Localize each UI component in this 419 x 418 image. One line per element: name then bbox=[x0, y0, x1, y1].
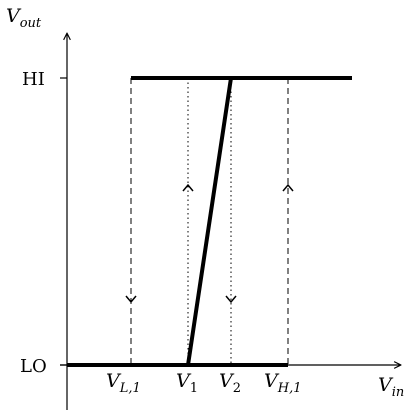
down-arrow-icon bbox=[125, 295, 137, 304]
threshold-label-vh1: VH,1 bbox=[264, 370, 301, 396]
up-arrow-icon bbox=[282, 183, 294, 192]
down-arrow-icon bbox=[225, 295, 237, 304]
lo-label: LO bbox=[20, 356, 47, 377]
threshold-label-v1: V1 bbox=[176, 370, 198, 396]
threshold-label-v2: V2 bbox=[219, 370, 241, 396]
threshold-label-vl1: VL,1 bbox=[106, 370, 141, 396]
up-arrow-icon bbox=[182, 183, 194, 192]
x-axis-label: Vin bbox=[378, 374, 404, 400]
hi-label: HI bbox=[22, 69, 45, 90]
transition-slope-line bbox=[186, 77, 233, 366]
y-axis-label: Vout bbox=[6, 5, 42, 31]
